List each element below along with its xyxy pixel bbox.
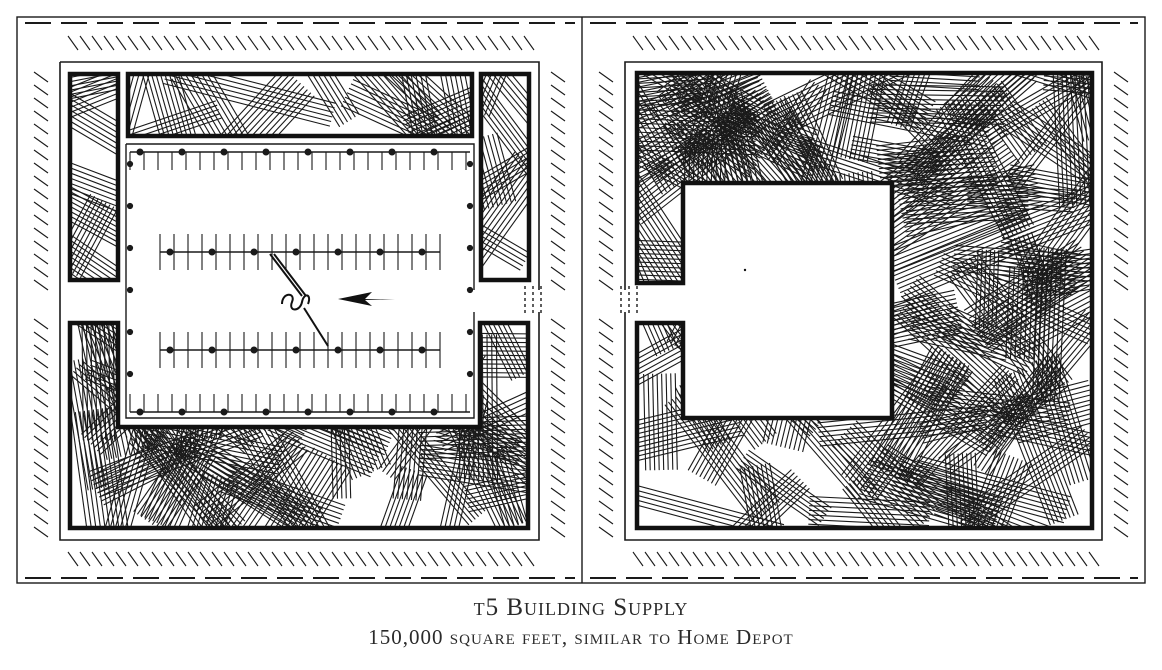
shelf-block	[70, 323, 528, 528]
scribble-icon	[269, 253, 329, 347]
outer-wall-outline	[624, 61, 1103, 541]
floor-plan-map	[16, 16, 1146, 584]
arrow-left-icon	[338, 292, 395, 306]
ground-hatch	[598, 35, 1129, 567]
doorway	[620, 286, 638, 314]
shelf-block	[637, 73, 1092, 528]
shelf-block	[70, 74, 118, 280]
map-frame	[16, 16, 1146, 584]
right-building	[598, 35, 1129, 567]
map-subtitle: 150,000 square feet, similar to Home Dep…	[368, 625, 794, 649]
outer-wall-outline	[59, 61, 540, 541]
map-title: t5 Building Supply	[473, 594, 689, 621]
parking-rows	[126, 148, 474, 416]
left-building	[33, 35, 566, 567]
shelf-outlines	[67, 71, 532, 531]
ground-hatch	[33, 35, 566, 567]
inner-wall-outline	[125, 143, 475, 419]
property-lines	[25, 22, 1138, 579]
shelf-outlines	[634, 70, 1095, 531]
doorway	[524, 286, 542, 314]
